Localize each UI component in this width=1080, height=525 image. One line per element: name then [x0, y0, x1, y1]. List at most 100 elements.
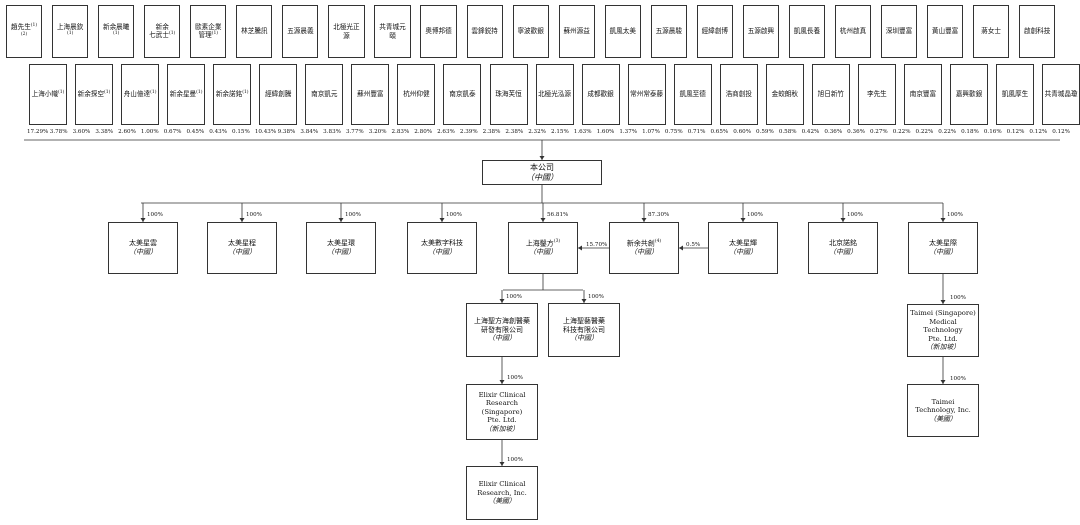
taimei-singapore-box: Taimei (Singapore) Medical Technology Pt…: [907, 304, 979, 357]
shareholding-percentage: 0.22%: [938, 129, 957, 135]
shareholding-percentage: 3.38%: [95, 129, 114, 135]
footnote-marker: (1): [211, 31, 219, 37]
shareholder-box: 五源晨駿: [650, 5, 687, 58]
entity-country: （新加坡）: [485, 424, 519, 433]
company-arrow: [539, 156, 545, 160]
elixir-us-percentage: 100%: [507, 457, 523, 463]
entity-name: 奧博邦德: [425, 27, 452, 36]
subsidiary-box: 太美星程（中國）: [207, 222, 277, 274]
taimei-us-arrow: [940, 380, 946, 384]
taimei-percentage: 100%: [950, 295, 966, 301]
entity-name: 太美數字科技: [421, 239, 463, 248]
shareholding-percentage: 0.60%: [733, 129, 752, 135]
entity-country: （中國）: [228, 248, 256, 256]
entity-name: 雲鋒鋭持: [471, 27, 498, 36]
shareholder-box: 杭州啟真: [834, 5, 872, 58]
shareholding-percentage: 0.15%: [232, 129, 250, 135]
entity-country: （中國）: [488, 334, 516, 343]
entity-name: 北極光泓源: [538, 90, 572, 99]
taimei-arrow: [940, 300, 946, 304]
shareholder-box: 黃山豐富: [927, 5, 964, 58]
entity-name: 蔣女士: [981, 27, 1002, 36]
shareholder-box: 常州常泰藤: [627, 64, 666, 125]
subsidiary-box: 新余共創(4) （中國）: [609, 222, 679, 274]
entity-name: 共青城元頤: [379, 23, 406, 40]
entity-name: 成都歡銀: [587, 90, 614, 99]
shareholding-percentage: 0.59%: [756, 129, 774, 135]
shareholding-percentage: 2.39%: [459, 129, 478, 135]
shareholding-percentage: 1.37%: [619, 129, 638, 135]
subsidiary-percentage: 100%: [147, 212, 163, 218]
entity-name: 林芝騰訊: [241, 27, 268, 36]
shareholding-percentage: 0.22%: [892, 129, 911, 135]
entity-name: 新余共創: [626, 239, 655, 248]
subsidiary-box: 上海鑿方(3)（中國）: [508, 222, 578, 274]
shareholder-box: 杭州仰健: [397, 64, 436, 125]
shareholder-box: 趙先生(1)(2): [6, 5, 43, 58]
entity-name: Taimei (Singapore) Medical Technology Pt…: [910, 309, 976, 343]
subsidiary-arrow: [239, 218, 245, 222]
shareholding-percentage: 2.38%: [505, 129, 524, 135]
shareholder-box: 凱風厚生: [996, 64, 1035, 125]
shareholder-box: 雲鋒鋭持: [466, 5, 503, 58]
subsidiary-arrow: [439, 218, 445, 222]
taimei-us-percentage: 100%: [950, 376, 966, 382]
shareholding-percentage: 2.63%: [437, 129, 455, 135]
elixir-arrow: [499, 380, 505, 384]
footnote-marker: (4): [654, 239, 662, 245]
subsidiary-percentage: 100%: [446, 212, 462, 218]
entity-name: 蘇州豐富: [357, 90, 384, 99]
shareholding-percentage: 0.18%: [961, 129, 979, 135]
entity-country: （中國）: [630, 248, 658, 257]
shareholder-box: 經緯創博: [696, 5, 733, 58]
shareholder-box: 共青城晶瓊: [1042, 64, 1080, 125]
entity-name: 黃山豐富: [931, 27, 959, 36]
shareholding-percentage: 0.43%: [209, 129, 228, 135]
entity-name: 金蛟朗秋: [771, 90, 798, 99]
entity-country: （新加坡）: [926, 343, 960, 352]
shareholding-percentage: 3.60%: [72, 129, 91, 135]
entity-name: 上海聖方海創醫藥 研發有限公司: [474, 316, 530, 334]
shareholder-box: 浩商創投: [719, 64, 758, 125]
shareholder-box: 經緯創騰: [259, 64, 298, 125]
subsidiary-percentage: 100%: [747, 212, 763, 218]
shareholding-percentage: 2.60%: [118, 129, 136, 135]
shareholder-box: 南京凱泰: [443, 64, 482, 125]
subsidiary-box: 太美星環（中國）: [306, 222, 376, 274]
subsidiary-arrow: [540, 218, 546, 222]
cross-holding-percentage: 15.70%: [586, 242, 608, 248]
subsidiary-arrow: [140, 218, 146, 222]
entity-name: 蘇州源益: [563, 27, 590, 36]
entity-name: 常州常泰藤: [630, 90, 664, 99]
entity-name: 趙先生: [11, 23, 31, 32]
shanghai-sub-percentage: 100%: [506, 294, 522, 300]
shareholding-percentage: 17.29%: [27, 129, 49, 135]
entity-name: 舟山億達: [123, 90, 151, 99]
subsidiary-box: 太美星輝（中國）: [708, 222, 778, 274]
taimei-us-box: Taimei Technology, Inc.（美國）: [907, 384, 979, 437]
footnote-marker: (1): [150, 90, 157, 96]
entity-name: 太美星程: [228, 239, 256, 248]
subsidiary-percentage: 100%: [246, 212, 262, 218]
entity-name: 新余 七武士: [149, 23, 169, 40]
shareholder-box: 成都歡銀: [581, 64, 620, 125]
shareholder-box: 新余晨曦(1): [98, 5, 135, 58]
entity-name: 嘉興歡銀: [955, 90, 983, 99]
subsidiary-percentage: 56.81%: [547, 212, 569, 218]
entity-name: 經緯創博: [701, 27, 729, 36]
entity-name: 五源晨義: [287, 27, 314, 36]
entity-name: 五源晨駿: [655, 27, 682, 36]
entity-name: 南京凱泰: [449, 90, 476, 99]
entity-name: 歐素企業 管理: [195, 23, 222, 40]
shareholder-box: 蔣女士: [973, 5, 1010, 58]
entity-name: 五源啟興: [747, 27, 775, 36]
entity-name: 凱風厚生: [1001, 90, 1029, 99]
cross-arrow: [679, 245, 683, 251]
entity-name: 新余晨曦: [103, 23, 130, 32]
entity-name: 本公司: [530, 162, 554, 172]
shanghai-subsidiary-box: 上海聖方海創醫藥 研發有限公司（中國）: [466, 303, 538, 357]
shareholder-box: 深圳豐富: [880, 5, 918, 58]
shareholder-box: 新余探空(1): [75, 64, 114, 125]
shareholding-percentage: 3.77%: [345, 129, 364, 135]
